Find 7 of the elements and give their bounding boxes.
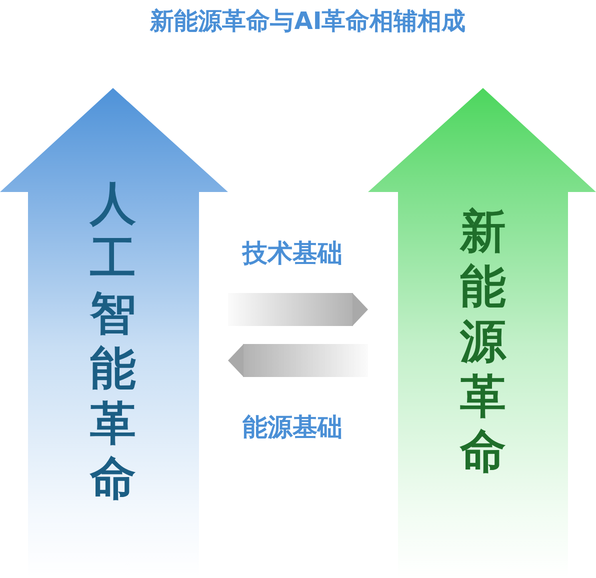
block-arrow: [228, 344, 368, 377]
edge-label: 技术基础: [242, 239, 342, 268]
arrow-label: 人工智能革命: [90, 176, 136, 506]
edge-label: 能源基础: [242, 413, 342, 442]
block-arrow: [228, 293, 368, 326]
title: 新能源革命与AI革命相辅相成: [150, 8, 466, 36]
arrow-label: 新能源革命: [460, 204, 506, 479]
